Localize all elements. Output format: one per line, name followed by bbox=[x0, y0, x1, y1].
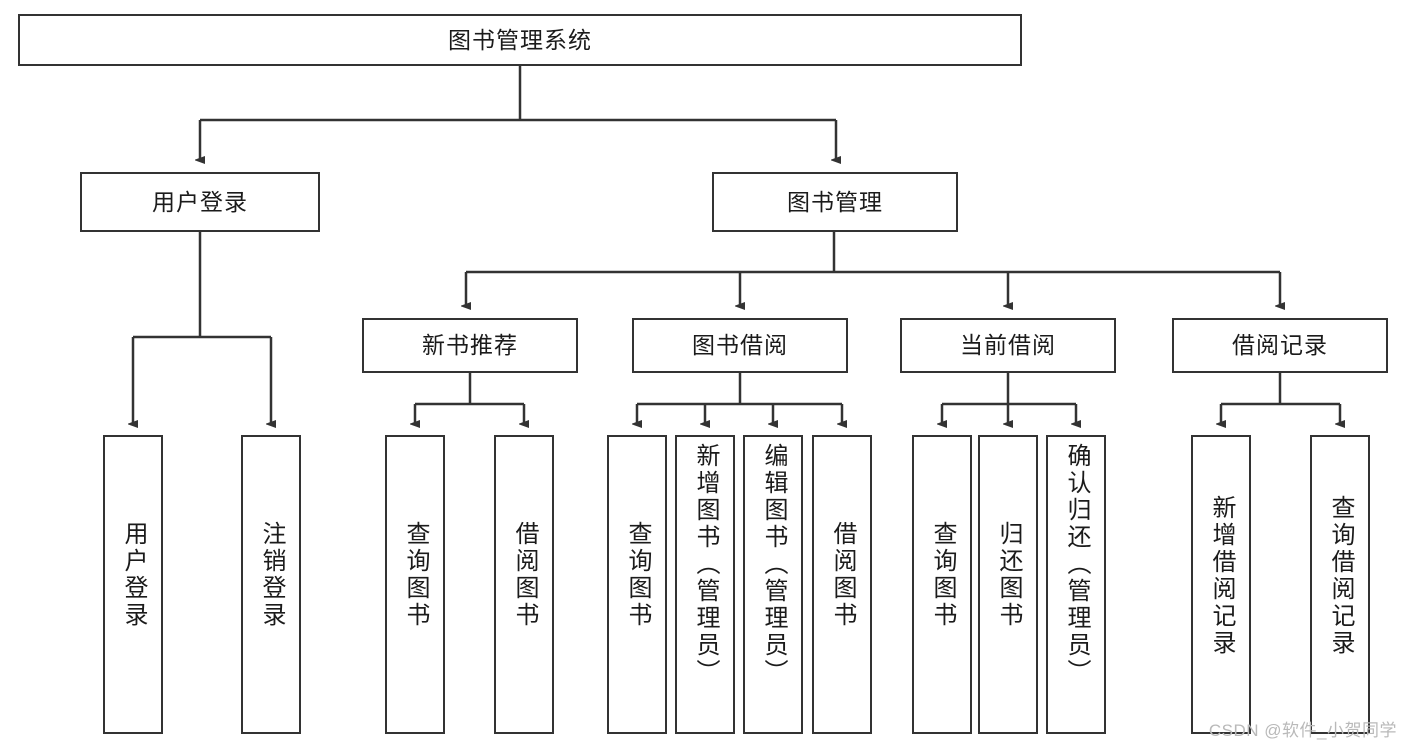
node-book-borrow[interactable]: 图书借阅 bbox=[632, 318, 848, 373]
node-label: 查询图书 bbox=[929, 521, 956, 629]
leaf-borrow-edit-book-admin[interactable]: 编辑图书（管理员） bbox=[743, 435, 803, 734]
node-label: 图书借阅 bbox=[692, 332, 788, 359]
node-label: 新增借阅记录 bbox=[1208, 495, 1235, 657]
node-label: 查询借阅记录 bbox=[1327, 495, 1354, 657]
node-root-system[interactable]: 图书管理系统 bbox=[18, 14, 1022, 66]
node-borrow-record[interactable]: 借阅记录 bbox=[1172, 318, 1388, 373]
node-user-login[interactable]: 用户登录 bbox=[80, 172, 320, 232]
node-book-management[interactable]: 图书管理 bbox=[712, 172, 958, 232]
leaf-record-query-record[interactable]: 查询借阅记录 bbox=[1310, 435, 1370, 734]
node-new-book-recommend[interactable]: 新书推荐 bbox=[362, 318, 578, 373]
node-label: 查询图书 bbox=[402, 521, 429, 629]
leaf-recommend-query-book[interactable]: 查询图书 bbox=[385, 435, 445, 734]
leaf-recommend-borrow-book[interactable]: 借阅图书 bbox=[494, 435, 554, 734]
leaf-borrow-query-book[interactable]: 查询图书 bbox=[607, 435, 667, 734]
node-label: 用户登录 bbox=[152, 188, 248, 215]
node-label: 借阅记录 bbox=[1232, 332, 1328, 359]
node-label: 用户登录 bbox=[120, 521, 147, 629]
leaf-user-logout[interactable]: 注销登录 bbox=[241, 435, 301, 734]
node-label: 借阅图书 bbox=[829, 521, 856, 629]
node-label: 新书推荐 bbox=[422, 332, 518, 359]
node-label: 借阅图书 bbox=[511, 521, 538, 629]
node-label: 新增图书（管理员） bbox=[692, 443, 719, 686]
leaf-current-confirm-return-admin[interactable]: 确认归还（管理员） bbox=[1046, 435, 1106, 734]
node-label: 查询图书 bbox=[624, 521, 651, 629]
watermark-text: CSDN @软件_小贺同学 bbox=[1208, 721, 1397, 740]
leaf-record-add-record[interactable]: 新增借阅记录 bbox=[1191, 435, 1251, 734]
leaf-current-query-book[interactable]: 查询图书 bbox=[912, 435, 972, 734]
node-label: 注销登录 bbox=[258, 521, 285, 629]
leaf-borrow-add-book-admin[interactable]: 新增图书（管理员） bbox=[675, 435, 735, 734]
leaf-current-return-book[interactable]: 归还图书 bbox=[978, 435, 1038, 734]
node-label: 确认归还（管理员） bbox=[1063, 443, 1090, 686]
node-label: 编辑图书（管理员） bbox=[760, 443, 787, 686]
leaf-borrow-borrow-book[interactable]: 借阅图书 bbox=[812, 435, 872, 734]
node-label: 图书管理系统 bbox=[448, 26, 592, 53]
node-label: 归还图书 bbox=[995, 521, 1022, 629]
node-label: 图书管理 bbox=[787, 188, 883, 215]
leaf-user-login[interactable]: 用户登录 bbox=[103, 435, 163, 734]
node-label: 当前借阅 bbox=[960, 332, 1056, 359]
node-current-borrow[interactable]: 当前借阅 bbox=[900, 318, 1116, 373]
